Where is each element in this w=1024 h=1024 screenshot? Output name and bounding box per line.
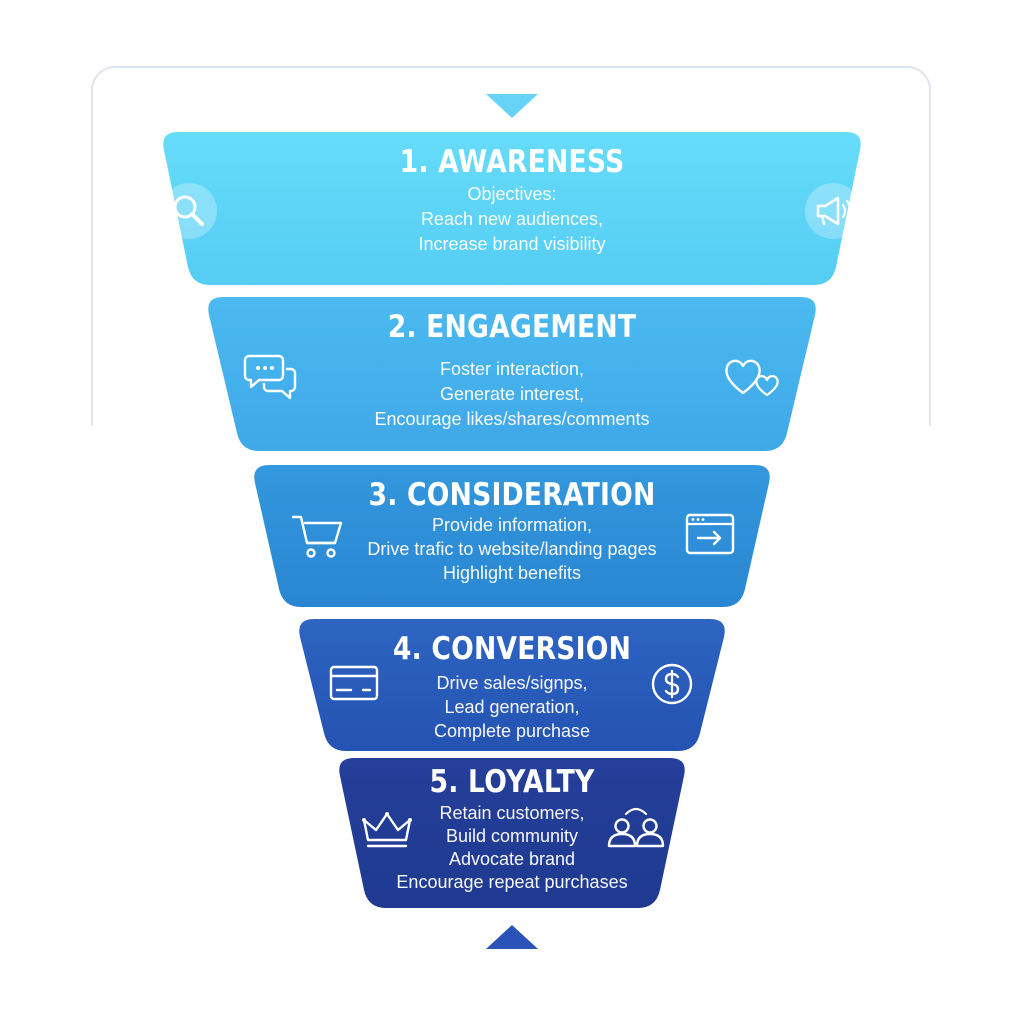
- stage-line: Objectives:: [467, 184, 557, 204]
- stage-line: Provide information,: [431, 515, 593, 535]
- stage-conversion-shape: [299, 619, 725, 751]
- stage-title: 5. LOYALTY: [429, 764, 595, 800]
- stage-line: Lead generation,: [444, 697, 580, 717]
- stage-loyalty: 5. LOYALTY Retain customers, Build commu…: [336, 758, 688, 908]
- browser-window-icon: [685, 513, 735, 557]
- arrow-down-icon: [486, 94, 538, 118]
- stage-line: Reach new audiences,: [420, 209, 604, 229]
- stage-line: Drive trafic to website/landing pages: [367, 539, 657, 559]
- community-icon: [606, 804, 666, 850]
- stage-title: 2. ENGAGEMENT: [387, 309, 637, 345]
- stage-engagement: 2. ENGAGEMENT Foster interaction, Genera…: [205, 297, 819, 451]
- stage-consideration: 3. CONSIDERATION Provide information, Dr…: [251, 465, 773, 607]
- arrow-up-icon: [486, 925, 538, 949]
- stage-line: Foster interaction,: [439, 359, 585, 379]
- stage-line: Complete purchase: [433, 721, 591, 741]
- stage-line: Drive sales/signps,: [436, 673, 588, 693]
- shopping-cart-icon: [291, 513, 345, 561]
- stage-line: Advocate brand: [448, 849, 576, 869]
- crown-icon: [362, 810, 412, 850]
- stage-line: Encourage repeat purchases: [396, 872, 628, 892]
- stage-awareness-shape: [163, 132, 861, 285]
- stage-awareness: 1. AWARENESS Objectives: Reach new audie…: [160, 132, 864, 285]
- stage-conversion: 4. CONVERSION Drive sales/signps, Lead g…: [296, 619, 728, 751]
- stage-line: Encourage likes/shares/comments: [374, 409, 650, 429]
- magnifier-icon: [160, 182, 218, 240]
- stage-engagement-shape: [208, 297, 816, 451]
- megaphone-icon: [804, 182, 862, 240]
- stage-title: 4. CONVERSION: [392, 631, 632, 667]
- stage-line: Retain customers,: [439, 803, 585, 823]
- stage-line: Build community: [445, 826, 579, 846]
- dollar-coin-icon: [650, 662, 694, 706]
- stage-loyalty-shape: [339, 758, 685, 908]
- outline-frame: [91, 66, 931, 426]
- stage-consideration-shape: [254, 465, 770, 607]
- stage-title: 3. CONSIDERATION: [368, 477, 656, 513]
- stage-line: Generate interest,: [439, 384, 585, 404]
- stage-line: Increase brand visibility: [418, 234, 606, 254]
- hearts-icon: [723, 355, 781, 399]
- stage-line: Highlight benefits: [442, 563, 582, 583]
- stage-title: 1. AWARENESS: [399, 144, 625, 180]
- chat-bubbles-icon: [243, 352, 299, 402]
- credit-card-icon: [329, 665, 379, 703]
